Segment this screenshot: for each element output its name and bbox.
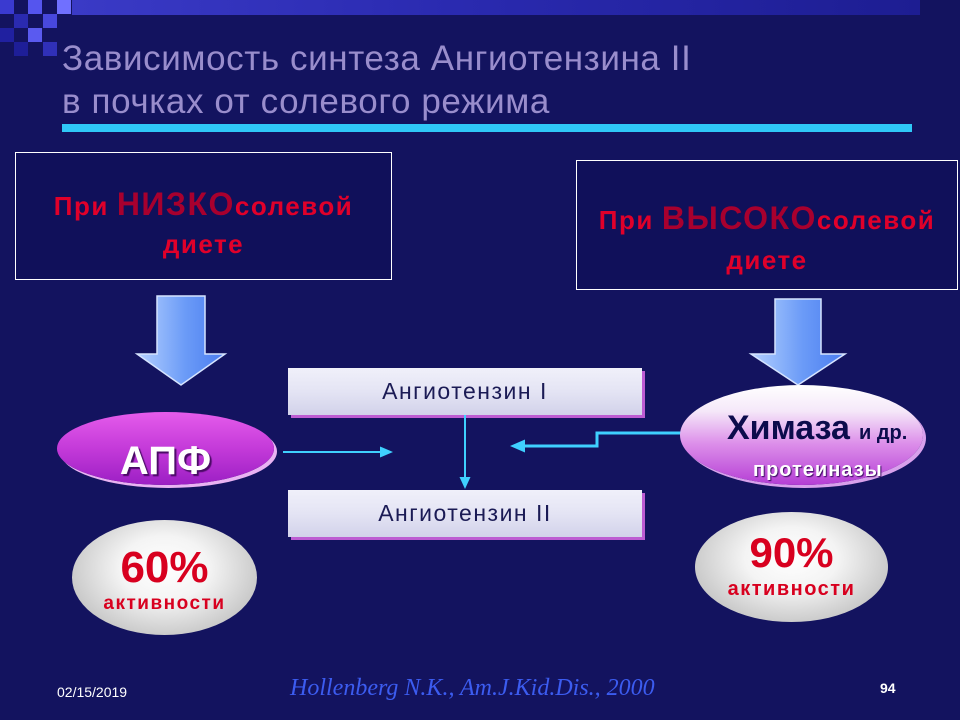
corner-decoration (0, 0, 72, 56)
decor-square (28, 0, 42, 14)
header-stripe (72, 0, 920, 15)
chymase-activity-percent: 90% (749, 529, 834, 576)
citation: Hollenberg N.K., Am.J.Kid.Dis., 2000 (290, 675, 655, 701)
decor-square (43, 14, 57, 28)
chymase-line2: протеиназы (753, 459, 883, 481)
ace-activity-ellipse: 60% активности (72, 520, 257, 635)
decor-square (0, 28, 14, 42)
low-salt-emphasis: НИЗКО (116, 186, 235, 222)
angiotensin-2-label: Ангиотензин II (378, 500, 552, 526)
ace-activity-percent: 60% (120, 543, 209, 592)
chymase-to-conversion-arrowhead (510, 439, 525, 453)
chymase-enzyme-ellipse: Химаза и др. протеиназы (680, 385, 923, 485)
chymase-to-conversion-line (522, 431, 682, 448)
down-arrow-low-salt (134, 295, 228, 386)
decor-square (0, 0, 14, 14)
ace-to-conversion-arrowhead (380, 446, 393, 458)
ace-enzyme-ellipse: АПФ (57, 412, 274, 485)
low-salt-prefix: При (53, 191, 109, 221)
high-salt-prefix: При (598, 205, 654, 235)
chymase-line1: Химаза и др. (727, 409, 907, 454)
page-number: 94 (880, 680, 896, 696)
angiotensin-1-label: Ангиотензин I (382, 378, 548, 404)
angiotensin-2-box: Ангиотензин II (288, 490, 642, 537)
slide-title-line1: Зависимость синтеза Ангиотензина II (62, 39, 692, 78)
high-salt-line2: диете (726, 245, 808, 275)
chymase-label: Химаза (727, 409, 850, 447)
angiotensin-1-box: Ангиотензин I (288, 368, 642, 415)
decor-square (14, 42, 28, 56)
decor-square (43, 42, 57, 56)
slide-date: 02/15/2019 (57, 684, 128, 700)
decor-square (57, 0, 71, 14)
chymase-activity-label: активности (727, 578, 856, 600)
high-salt-suffix: солевой (816, 205, 936, 235)
low-salt-line2: диете (162, 229, 245, 259)
low-salt-suffix: солевой (234, 191, 354, 221)
ace-label: АПФ (119, 439, 212, 483)
decor-square (14, 14, 28, 28)
ace-activity-label: активности (103, 593, 226, 614)
chymase-label-suffix: и др. (858, 422, 908, 444)
down-arrow-high-salt (748, 298, 848, 386)
slide-title: Зависимость синтеза Ангиотензина II в по… (62, 37, 691, 123)
decor-square (28, 28, 42, 42)
slide-title-line2: в почках от солевого режима (62, 82, 550, 121)
title-underline (62, 124, 912, 132)
chymase-activity-ellipse: 90% активности (695, 512, 888, 622)
conversion-arrowhead (459, 477, 471, 489)
high-salt-emphasis: ВЫСОКО (661, 200, 817, 236)
